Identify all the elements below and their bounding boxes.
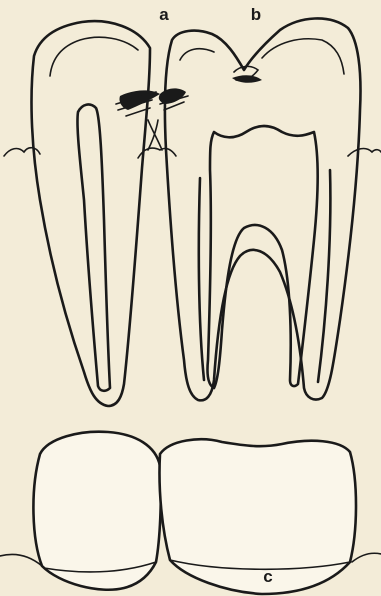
right-tooth-enamel-line — [180, 39, 344, 74]
left-tooth-outline — [32, 21, 150, 406]
occlusal-view — [0, 432, 381, 594]
interproximal-space — [148, 120, 162, 150]
left-tooth-pulp-canal — [77, 105, 110, 391]
left-tooth-enamel-line — [50, 37, 138, 76]
right-tooth-fissure-caries — [232, 75, 262, 83]
right-crown — [159, 439, 356, 594]
label-a: a — [159, 5, 169, 24]
right-tooth-caries — [159, 88, 186, 104]
gum-right — [348, 149, 381, 156]
right-tooth-pulp — [207, 126, 317, 388]
label-c: c — [263, 567, 272, 586]
label-b: b — [251, 5, 261, 24]
left-tooth — [32, 21, 160, 406]
right-tooth — [159, 18, 361, 400]
